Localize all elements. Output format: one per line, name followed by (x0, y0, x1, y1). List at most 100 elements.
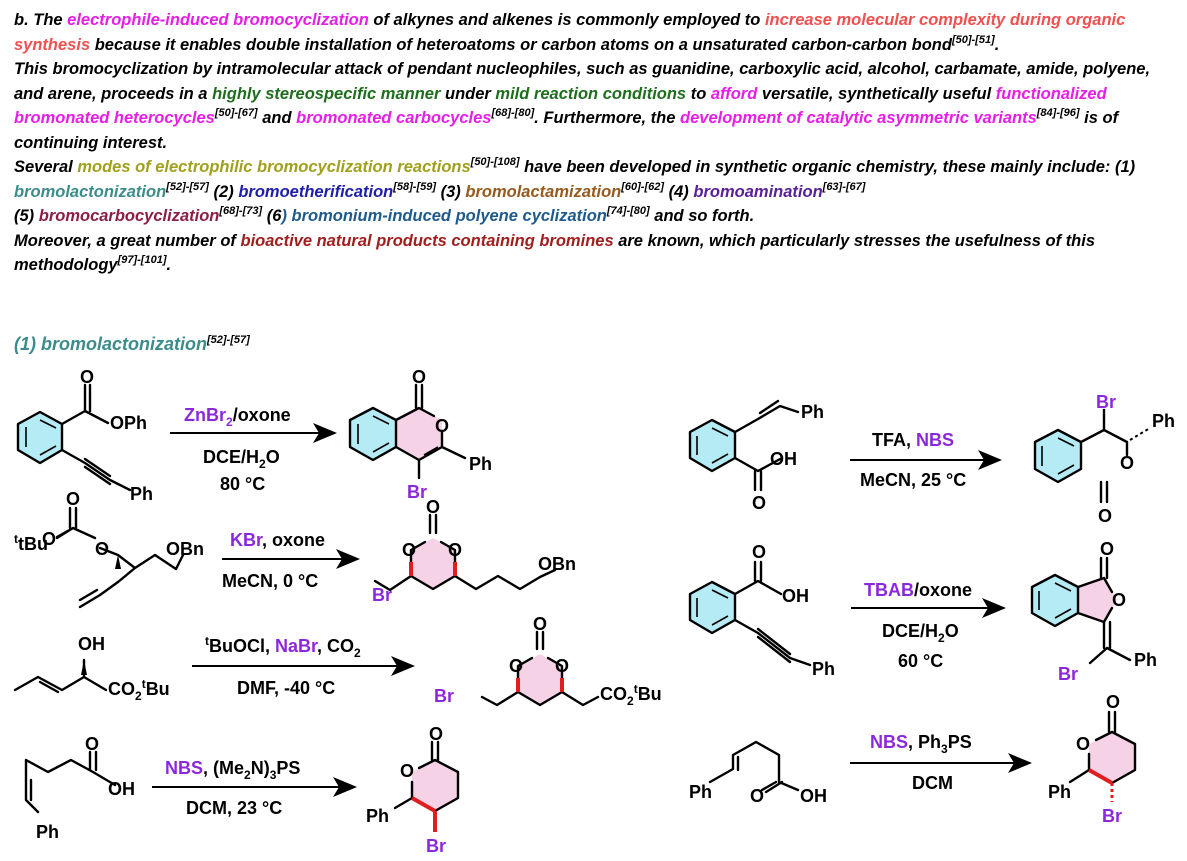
atom-label: O (429, 724, 443, 744)
reagent-label: tBuOCl, NaBr, CO2 (205, 634, 361, 660)
text: because it enables double installation o… (90, 35, 952, 54)
condition-label: DCM (912, 773, 953, 793)
atom-label: CO2tBu (600, 682, 662, 708)
mode-name: bromoetherification (238, 182, 394, 201)
atom-label: OH (108, 779, 135, 799)
reaction-7: Ph O OH NBS, Ph3PS DCM O O Ph Br (689, 692, 1137, 826)
mode-name: ) bromonium-induced polyene cyclization (281, 207, 607, 225)
aromatic-bonds (696, 427, 729, 464)
reaction-5: Ph OH O TFA, NBS MeCN, 25 °C Br Ph O O (688, 392, 1175, 526)
mode-number: (4) (664, 182, 694, 201)
substituent-bonds (1068, 710, 1117, 784)
atom-label: O (412, 367, 426, 387)
atom-label: O (752, 542, 766, 562)
highlight-text: bromonated carbocycles (296, 109, 492, 127)
atom-label: O (435, 416, 449, 436)
text: . (166, 256, 172, 274)
r3-starting-material: OH CO2tBu (13, 634, 170, 703)
reagent-label: ZnBr2/oxone (184, 405, 291, 429)
ring-bond (394, 406, 436, 422)
citation: [50]-[51] (951, 33, 995, 46)
substituent-bonds (60, 383, 132, 492)
r3-product: O O O Br CO2tBu (434, 614, 662, 708)
condition-label: 80 °C (220, 474, 265, 494)
text: under (440, 84, 496, 103)
lactone-ring (1078, 578, 1117, 622)
mode-name: bromolactonization (14, 182, 167, 201)
atom-label: O (509, 656, 523, 676)
r7-product: O O Ph Br (1048, 692, 1137, 826)
reagent-label: TBAB/oxone (864, 580, 972, 600)
condition-label: 60 °C (898, 651, 943, 671)
highlight-text: modes of electrophilic bromocyclization … (77, 158, 471, 176)
reaction-2: O O O ttBu OBn KBr, oxone MeCN, 0 °C O O… (14, 489, 576, 609)
ring-bond (394, 430, 444, 462)
ring-bond (1079, 428, 1129, 457)
atom-label: OPh (110, 413, 147, 433)
lactone-ring (412, 760, 458, 811)
atom-label: Ph (812, 659, 835, 679)
r4-starting-material: O OH Ph (24, 734, 135, 842)
citation: [50]-[108] (470, 156, 520, 168)
substituent-bonds (480, 630, 600, 707)
condition-label: DCE/H2O (203, 447, 280, 471)
atom-label: OH (78, 634, 105, 654)
atom-label: O (1098, 506, 1112, 526)
atom-label: O (66, 489, 80, 509)
mode-number: (2) (208, 182, 239, 201)
r2-starting-material: O O O ttBu OBn (14, 489, 204, 609)
text: is of continuing interest. (14, 109, 1119, 152)
atom-label: O (1106, 692, 1120, 712)
reaction-6: O OH Ph TBAB/oxone DCE/H2O 60 °C O O Ph … (688, 539, 1157, 684)
citation: [97]-[101] (117, 254, 167, 266)
reaction-4: O OH Ph NBS, (Me2N)3PS DCM, 23 °C O O Ph… (24, 724, 460, 856)
mode-number: (5) (14, 207, 39, 225)
citation: [63]-[67] (822, 180, 866, 193)
carbonate-ring (411, 538, 455, 589)
r2-product: O O O Br OBn (372, 497, 576, 605)
reagent-label: KBr, oxone (230, 530, 325, 550)
text: versatile, synthetically useful (757, 84, 996, 103)
highlight-text: highly stereospecific manner (212, 84, 441, 103)
carbonate-chain-bonds (55, 506, 185, 609)
text: are known, which particularly stresses t… (14, 231, 1096, 275)
reagent-label: NBS, (Me2N)3PS (165, 758, 300, 782)
atom-label: O (95, 539, 109, 559)
atom-label: Ph (469, 454, 492, 474)
aromatic-bonds (25, 419, 57, 456)
text: . Furthermore, the (534, 109, 681, 127)
atom-label: Ph (1048, 782, 1071, 802)
atom-label: O (448, 540, 462, 560)
reagent-label: TFA, NBS (872, 430, 954, 450)
atom-label: O (402, 540, 416, 560)
atom-label: Ph (801, 402, 824, 422)
lactone-ring (1089, 732, 1135, 783)
reaction-3: OH CO2tBu tBuOCl, NaBr, CO2 DMF, -40 °C … (13, 614, 662, 708)
intro-paragraph: b. The electrophile-induced bromocycliza… (14, 8, 1179, 278)
atom-label: O (85, 734, 99, 754)
highlight-text: afford (710, 84, 758, 103)
atom-label: ttBu (14, 532, 48, 554)
aromatic-bonds (357, 415, 439, 456)
atom-label: Ph (36, 822, 59, 842)
citation: [84]-[96] (1036, 107, 1080, 119)
r6-product: O O Ph Br (1030, 539, 1157, 684)
aromatic-bonds (1041, 437, 1075, 475)
atom-label: Ph (130, 484, 153, 504)
atom-label: O (80, 367, 94, 387)
atom-label: O (555, 656, 569, 676)
section-heading: (1) bromolactonization[52]-[57] (14, 334, 250, 355)
aromatic-bonds (1038, 582, 1072, 619)
ring-bond (409, 540, 457, 591)
condition-label: MeCN, 25 °C (860, 470, 966, 490)
r5-starting-material: Ph OH O (688, 399, 824, 513)
benzene-ring (1032, 575, 1078, 626)
atom-label: O (1120, 453, 1134, 473)
r5-product: Br Ph O O (1033, 392, 1175, 526)
benzene-ring (690, 420, 735, 471)
text: Several (14, 158, 78, 176)
ring-bond (1076, 556, 1132, 665)
r1-starting-material: O OPh Ph (16, 367, 153, 504)
atom-label: Ph (1134, 650, 1157, 670)
